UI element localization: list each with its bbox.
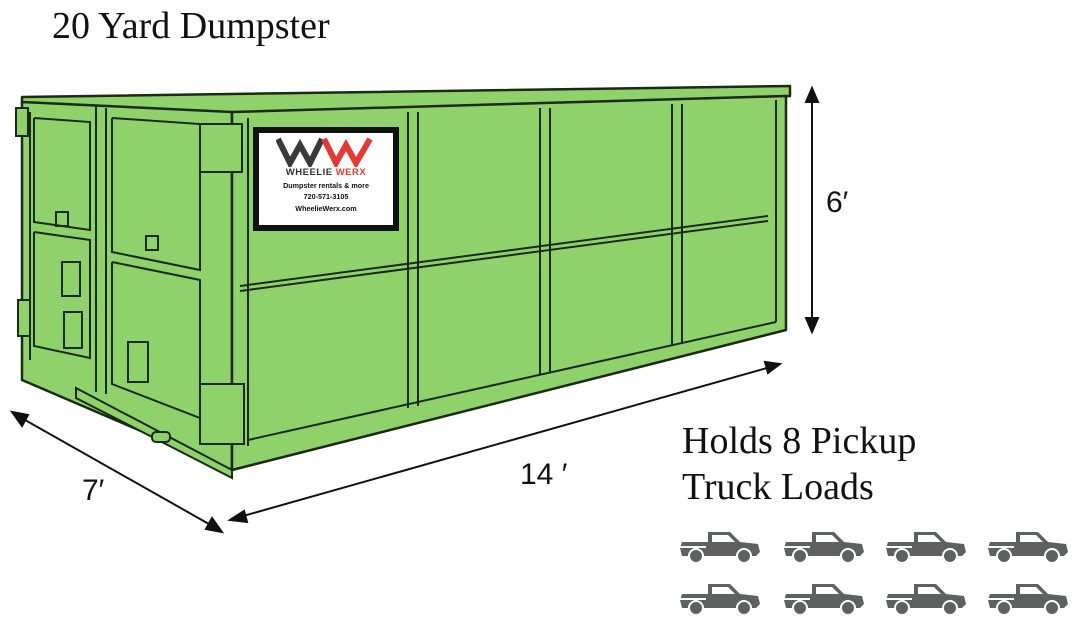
pickup-truck-icon [885,531,967,564]
sticker-website: WheelieWerx.com [295,204,357,213]
length-label: 14 ′ [520,458,568,491]
capacity-line-2: Truck Loads [682,466,874,508]
pickup-truck-icon [679,583,761,616]
pickup-truck-icon [987,583,1068,616]
ww-logo-icon [276,137,373,167]
capacity-text: Holds 8 Pickup Truck Loads [682,418,916,510]
sticker-tagline: Dumpster rentals & more [283,181,369,190]
pickup-truck-icon [783,531,865,564]
height-label: 6′ [826,186,849,219]
company-sticker: WHEELIE WERX Dumpster rentals & more 720… [253,127,399,231]
pickup-truck-icon [885,583,967,616]
pickup-truck-icon [783,583,865,616]
width-arrow [17,415,217,529]
sticker-brand: WHEELIE WERX [285,167,367,178]
pickup-truck-icon [679,531,761,564]
sticker-phone: 720-571-3105 [303,192,349,201]
pickup-truck-icon [987,531,1068,564]
capacity-line-1: Holds 8 Pickup [682,420,917,462]
width-label: 7′ [82,474,105,507]
length-arrow [235,365,775,519]
page-title: 20 Yard Dumpster [52,5,330,47]
truck-grid [679,531,1068,616]
